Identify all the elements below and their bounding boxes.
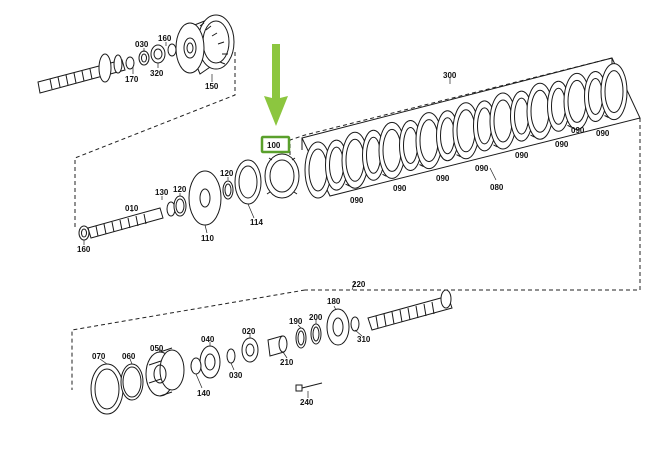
callout-090-7: 090 (571, 126, 585, 135)
leader-lines (83, 42, 497, 398)
callout-030-top: 030 (135, 40, 149, 49)
callout-130: 130 (155, 188, 169, 197)
callout-200: 200 (309, 313, 323, 322)
pointer-arrow-icon (264, 44, 288, 126)
callout-060: 060 (122, 352, 136, 361)
callout-090-6: 090 (555, 140, 569, 149)
callout-050: 050 (150, 344, 164, 353)
callout-180: 180 (327, 297, 341, 306)
callout-100: 100 (267, 141, 281, 150)
highlight-group: 100 (260, 44, 291, 154)
clutch-plate-pack (301, 57, 641, 199)
callout-030-bottom: 030 (229, 371, 243, 380)
callout-210: 210 (280, 358, 294, 367)
callout-160-top: 160 (158, 34, 172, 43)
callout-190: 190 (289, 317, 303, 326)
callout-070: 070 (92, 352, 106, 361)
callout-114: 114 (250, 218, 263, 227)
plate-bore (604, 70, 624, 114)
callout-320: 320 (150, 69, 164, 78)
callout-090-8: 090 (596, 129, 610, 138)
callout-090-1: 090 (350, 196, 364, 205)
callout-010: 010 (125, 204, 139, 213)
callout-240: 240 (300, 398, 314, 407)
callout-310: 310 (357, 335, 371, 344)
callout-090-3: 090 (436, 174, 450, 183)
callout-020: 020 (242, 327, 256, 336)
callout-170: 170 (125, 75, 139, 84)
callout-120-right: 120 (220, 169, 234, 178)
callout-090-2: 090 (393, 184, 407, 193)
callout-labels: 150 170 030 320 160 300 130 120 120 010 … (77, 34, 610, 407)
clutch-hub-assembly (78, 153, 300, 241)
callout-120-left: 120 (173, 185, 187, 194)
callout-300: 300 (443, 71, 457, 80)
callout-110: 110 (201, 234, 214, 243)
highlight-box (260, 135, 291, 154)
callout-150: 150 (205, 82, 219, 91)
callout-090-5: 090 (515, 151, 529, 160)
input-shaft-assembly (37, 14, 235, 94)
callout-090-4: 090 (475, 164, 489, 173)
callout-140: 140 (197, 389, 211, 398)
output-shaft-assembly (90, 289, 453, 415)
callout-220: 220 (352, 280, 366, 289)
callout-040: 040 (201, 335, 215, 344)
callout-160-mid: 160 (77, 245, 91, 254)
callout-080: 080 (490, 183, 504, 192)
